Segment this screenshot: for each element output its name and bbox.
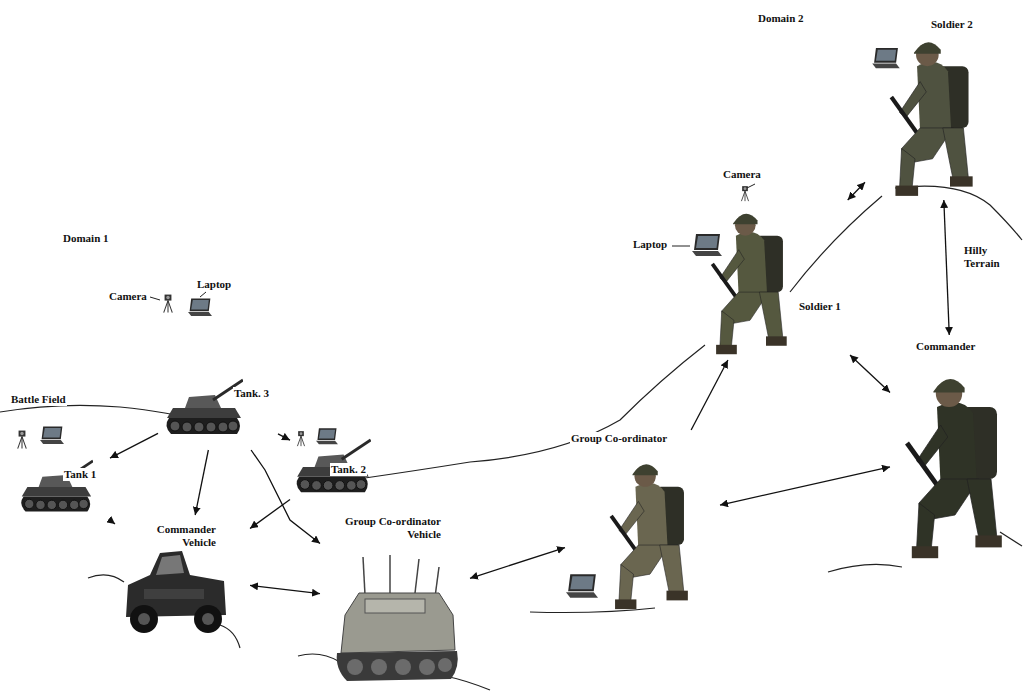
- unit-node: Tank. 3: [158, 355, 278, 450]
- unit-label: Soldier 2: [930, 18, 974, 31]
- link-arrow: [848, 182, 865, 200]
- link-arrow: [691, 360, 728, 430]
- link-arrow: [110, 520, 115, 524]
- caption-label: Laptop: [632, 238, 668, 251]
- link-arrow: [470, 548, 565, 579]
- caption-label: Camera: [722, 168, 762, 181]
- caption-label: Laptop: [196, 278, 232, 291]
- unit-node: Soldier 2: [865, 10, 1015, 200]
- link-arrow: [251, 450, 320, 544]
- caption-label: Hilly Terrain: [963, 244, 1013, 270]
- unit-label: Group Co-ordinator Vehicle: [325, 515, 442, 541]
- link-arrow: [944, 200, 949, 335]
- unit-node: Soldier 1: [690, 200, 850, 360]
- unit-label: Commander Vehicle: [135, 523, 217, 549]
- caption-label: Domain 1: [62, 232, 110, 245]
- unit-node: Tank 1: [15, 440, 110, 525]
- unit-node: Commander: [890, 335, 1018, 570]
- unit-node: Group Co-ordinator Vehicle: [320, 515, 470, 690]
- unit-node: Tank. 2: [290, 425, 385, 505]
- unit-label: Group Co-ordinator: [570, 432, 668, 445]
- unit-node: Commander Vehicle: [115, 515, 250, 640]
- unit-label: Tank. 3: [233, 387, 270, 400]
- unit-label: Tank 1: [63, 468, 97, 481]
- link-arrow: [720, 467, 890, 505]
- link-arrow: [195, 450, 208, 515]
- caption-label: Domain 2: [757, 12, 805, 25]
- unit-label: Soldier 1: [798, 300, 842, 313]
- caption-label: Camera: [108, 290, 148, 303]
- unit-label: Tank. 2: [330, 463, 367, 476]
- link-arrow: [250, 585, 320, 593]
- unit-node: Group Co-ordinator: [565, 430, 720, 615]
- link-arrow: [850, 355, 890, 393]
- link-arrow: [278, 434, 290, 440]
- link-arrow: [110, 433, 158, 458]
- unit-label: Commander: [915, 340, 976, 353]
- link-arrow: [250, 499, 290, 528]
- caption-label: Battle Field: [10, 393, 67, 406]
